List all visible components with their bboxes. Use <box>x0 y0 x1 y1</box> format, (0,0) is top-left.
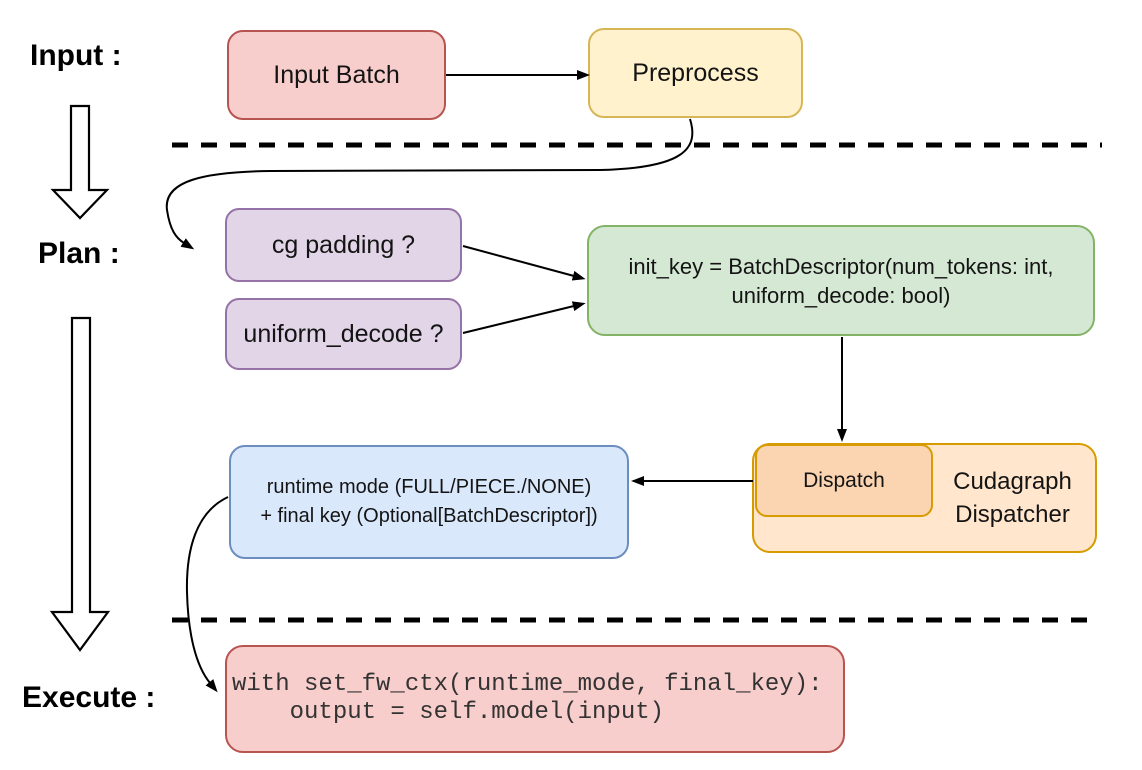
stage-label-plan: Plan : <box>38 237 120 270</box>
node-runtime-mode: runtime mode (FULL/PIECE./NONE) + final … <box>229 445 629 559</box>
node-cudagraph-dispatcher-text: Cudagraph Dispatcher <box>934 445 1091 551</box>
node-init-key-line1: init_key = BatchDescriptor(num_tokens: i… <box>628 253 1054 279</box>
node-preprocess-label: Preprocess <box>632 58 759 87</box>
node-uniform-decode-label: uniform_decode ? <box>243 319 444 348</box>
stage-label-execute: Execute : <box>22 681 156 714</box>
node-preprocess: Preprocess <box>588 28 803 118</box>
node-runtime-mode-line2: + final key (Optional[BatchDescriptor]) <box>260 505 598 527</box>
node-init-key: init_key = BatchDescriptor(num_tokens: i… <box>587 225 1095 336</box>
node-cudagraph-dispatcher-line2: Dispatcher <box>955 501 1070 528</box>
node-cudagraph-dispatcher-line1: Cudagraph <box>953 468 1072 495</box>
arrow-cg-padding-to-init-key <box>462 245 586 281</box>
arrow-uniform-decode-to-init-key <box>462 301 586 334</box>
node-dispatch: Dispatch <box>755 444 933 517</box>
node-input-batch: Input Batch <box>227 30 446 120</box>
node-execute-code-line2: output = self.model(input) <box>232 699 665 726</box>
node-execute-code: with set_fw_ctx(runtime_mode, final_key)… <box>225 645 845 753</box>
stage-label-input: Input : <box>30 39 122 72</box>
node-cg-padding: cg padding ? <box>225 208 462 282</box>
node-cg-padding-label: cg padding ? <box>271 230 416 259</box>
node-input-batch-label: Input Batch <box>273 60 400 89</box>
node-execute-code-line1: with set_fw_ctx(runtime_mode, final_key)… <box>232 671 823 698</box>
node-dispatch-label: Dispatch <box>803 468 885 492</box>
hollow-arrow-plan-to-execute <box>49 316 111 652</box>
hollow-arrow-input-to-plan <box>50 104 110 220</box>
arrow-runtime-mode-to-execute-code <box>185 496 229 693</box>
node-uniform-decode: uniform_decode ? <box>225 298 462 370</box>
node-init-key-line2: uniform_decode: bool) <box>731 282 951 308</box>
node-runtime-mode-line1: runtime mode (FULL/PIECE./NONE) <box>266 476 592 498</box>
